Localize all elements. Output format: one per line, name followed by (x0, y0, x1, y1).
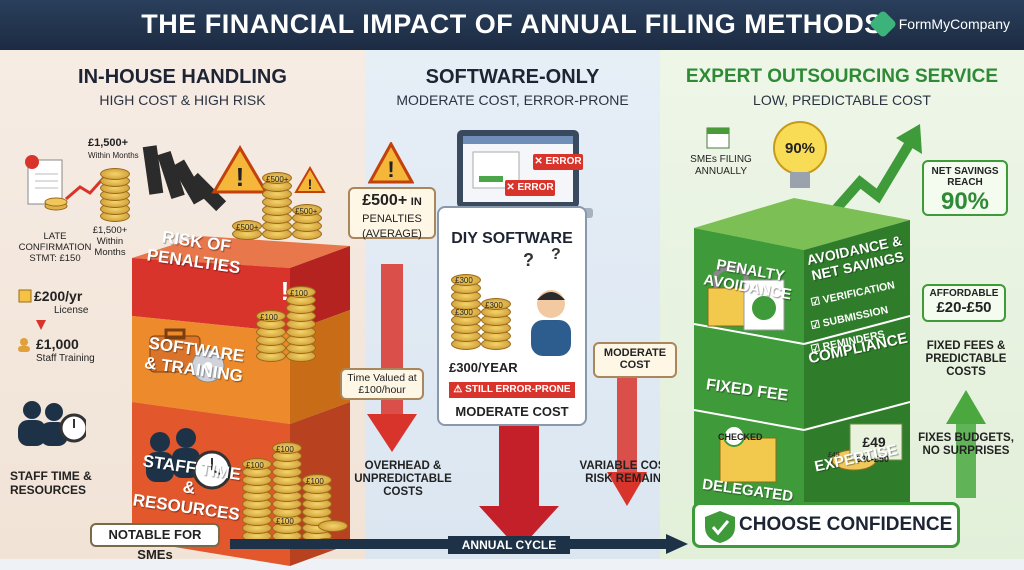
coin-label-1: £500+ (266, 175, 289, 184)
warning-text: STILL ERROR-PRONE (465, 384, 571, 395)
coin-label-6: £100 (246, 461, 264, 470)
down-arrow-right-icon (607, 378, 647, 506)
card-coin-label-3: £300 (485, 301, 503, 310)
price-label: £300/YEAR (449, 360, 518, 375)
checkbox-icon (18, 289, 32, 303)
up-arrow-icon (946, 390, 986, 498)
col-subtitle-in-house: HIGH COST & HIGH RISK (99, 92, 266, 108)
brand: FormMyCompany (868, 9, 1010, 39)
choose-confidence-label: CHOOSE CONFIDENCE (739, 514, 953, 535)
training-label: Staff Training (36, 353, 95, 364)
document-icon (25, 155, 68, 211)
staff-silhouettes-icon (18, 401, 86, 446)
fee-main: £49 (862, 434, 886, 450)
error-text-1: ERROR (545, 156, 582, 167)
net-savings-box: NET SAVINGS REACH 90% (922, 160, 1008, 216)
col-title-software: SOFTWARE-ONLY (425, 66, 600, 88)
coin-label-9: £100 (276, 517, 294, 526)
variable-cost-label: VARIABLE COST, RISK REMAINS (579, 460, 675, 486)
penalty-rest: PENALTIES (AVERAGE) (362, 213, 422, 240)
choose-confidence-button[interactable]: CHOOSE CONFIDENCE (692, 502, 960, 548)
overhead-label: OVERHEAD & UNPREDICTABLE COSTS (354, 460, 452, 499)
lightbulb-icon (773, 121, 827, 188)
card-coin-label-1: £300 (455, 276, 473, 285)
amount-top-sub: Within Months (88, 151, 139, 160)
net-savings-pct: 90% (940, 188, 990, 215)
panel-software-only: SOFTWARE-ONLY MODERATE COST, ERROR-PRONE… (354, 50, 677, 559)
svg-text:!: ! (387, 157, 394, 182)
growth-arrow-icon (826, 124, 922, 220)
confused-person-icon (531, 290, 571, 356)
svg-text:!: ! (308, 176, 313, 192)
fee-range: £20-£50 (856, 454, 890, 464)
penalty-average-box: £500+ IN PENALTIES (AVERAGE) (348, 187, 436, 240)
warning-badge: ⚠ STILL ERROR-PRONE (449, 382, 575, 398)
late-confirmation-label: LATE CONFIRMATION STMT: £150 (18, 231, 92, 264)
svg-text:!: ! (236, 162, 245, 192)
calendar-icon (706, 127, 730, 149)
down-arrow-left-icon (367, 264, 417, 452)
affordable-value: £20-£50 (936, 299, 992, 316)
question-marks-icon: ? (523, 250, 534, 270)
coin-label-8: £100 (306, 477, 324, 486)
fixes-budgets-label: FIXES BUDGETS, NO SURPRISES (918, 432, 1014, 458)
moderate-cost-box: MODERATE COST (593, 342, 677, 378)
big-down-arrow-icon (479, 426, 559, 550)
staff-label: STAFF TIME & RESOURCES (10, 469, 92, 497)
panel-in-house: IN-HOUSE HANDLING HIGH COST & HIGH RISK … (0, 50, 436, 566)
error-text-2: ERROR (517, 182, 554, 193)
net-savings-label: NET SAVINGS REACH (931, 166, 999, 188)
error-badge-2: ✕ ERROR (505, 180, 555, 196)
brand-name: FormMyCompany (898, 16, 1010, 32)
coin-label-4: £100 (260, 313, 278, 322)
question-bubble-icon: ? (551, 246, 561, 263)
diy-software-card: DIY SOFTWARE £300 £300 £300 ? ? £300/YEA… (437, 206, 587, 426)
panel-outsourcing: EXPERT OUTSOURCING SERVICE LOW, PREDICTA… (660, 50, 1024, 559)
down-arrow-icon (36, 320, 46, 330)
brand-logo-icon (868, 9, 897, 39)
coin-label-5: £100 (290, 289, 308, 298)
outsourcing-tower (694, 198, 910, 544)
card-footer-label: MODERATE COST (455, 404, 569, 419)
penalty-amount: £500+ (362, 192, 408, 209)
checked-label: CHECKED (718, 432, 763, 442)
coin-label-7: £100 (276, 445, 294, 454)
license-amount: £200/yr (34, 288, 83, 304)
shield-check-icon (705, 511, 735, 543)
person-icon (18, 338, 30, 352)
smes-label: SMEs FILING ANNUALLY (690, 154, 752, 177)
training-amount: £1,000 (36, 336, 79, 352)
amount-mid: £1,500+ Within Months (92, 225, 128, 258)
license-label: License (54, 305, 89, 316)
annual-cycle-label: ANNUAL CYCLE (448, 536, 570, 554)
page-title: THE FINANCIAL IMPACT OF ANNUAL FILING ME… (141, 9, 883, 39)
col-subtitle-software: MODERATE COST, ERROR-PRONE (396, 92, 629, 108)
col-title-in-house: IN-HOUSE HANDLING (78, 66, 287, 88)
notable-smes-badge: NOTABLE FOR SMEs (90, 523, 220, 562)
coin-label-2: £500+ (295, 207, 318, 216)
fixed-fees-label: FIXED FEES & PREDICTABLE COSTS (925, 340, 1007, 379)
warning-icon: ! (368, 142, 414, 184)
fee-coin-label: £49 (828, 452, 840, 459)
col-subtitle-outsourcing: LOW, PREDICTABLE COST (753, 92, 931, 108)
header-bar: THE FINANCIAL IMPACT OF ANNUAL FILING ME… (0, 0, 1024, 50)
col-title-outsourcing: EXPERT OUTSOURCING SERVICE (685, 66, 999, 87)
bulb-percent: 90% (784, 140, 816, 157)
affordable-label: AFFORDABLE (929, 288, 999, 299)
diy-card-title: DIY SOFTWARE (451, 230, 573, 247)
time-valued-box: Time Valued at £100/hour (340, 368, 424, 400)
dominoes-icon (142, 145, 227, 212)
error-badge-1: ✕ ERROR (533, 154, 583, 170)
svg-text:!: ! (281, 276, 290, 306)
affordable-box: AFFORDABLE £20-£50 (922, 284, 1006, 322)
coin-label-3: £500+ (236, 223, 259, 232)
card-coin-label-2: £300 (455, 308, 473, 317)
penalty-in: IN (410, 196, 422, 208)
amount-top: £1,500+ (88, 137, 129, 149)
